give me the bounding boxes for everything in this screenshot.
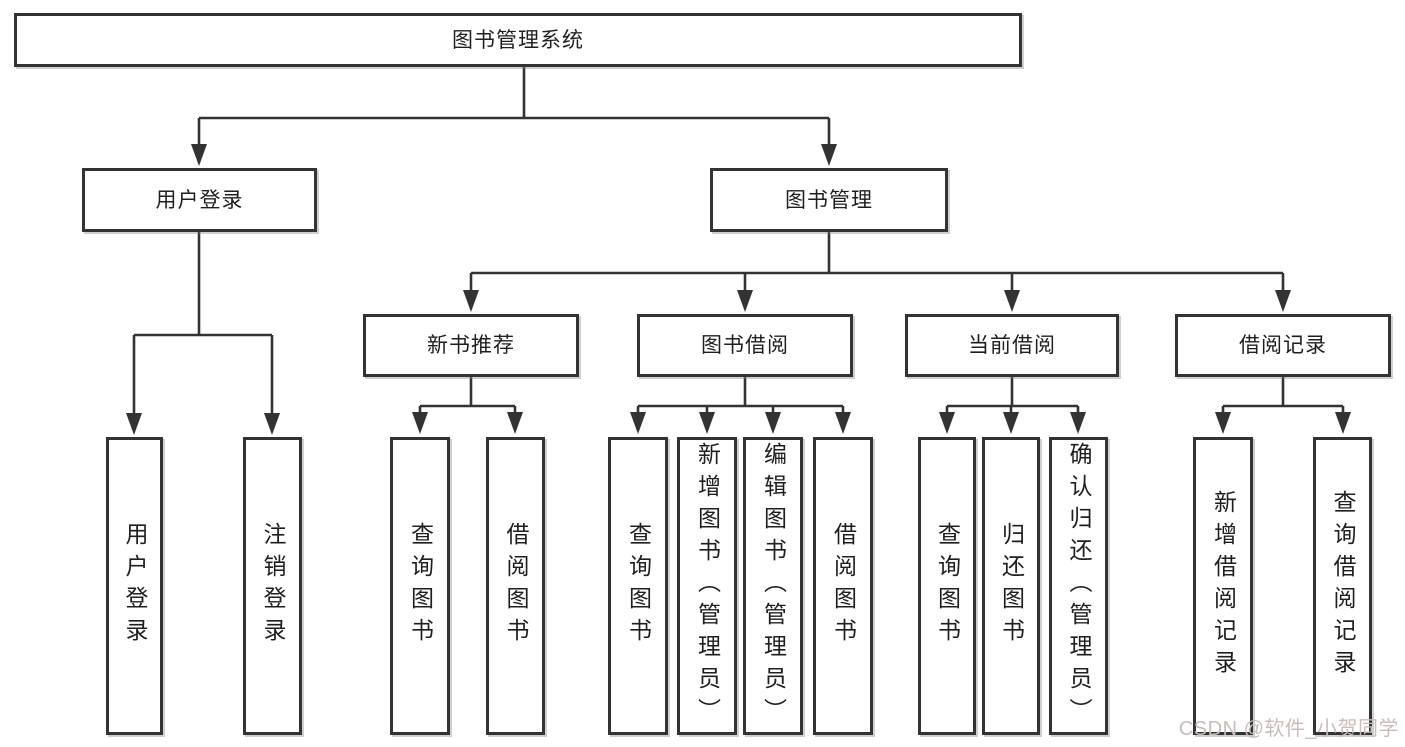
leaf-cb-confirm-return-admin-label: 确认归还（管理员） [1066, 442, 1092, 730]
node-root-label: 图书管理系统 [452, 28, 584, 52]
leaf-bb-edit-books-admin-label: 编辑图书（管理员） [760, 442, 787, 730]
leaf-cb-return-books: 归还图书 [982, 437, 1040, 735]
node-book-management-label: 图书管理 [785, 188, 873, 212]
leaf-nb-borrow-books: 借阅图书 [486, 437, 545, 735]
leaf-nb-query-books: 查询图书 [390, 437, 450, 735]
leaf-bb-add-books-admin-label: 新增图书（管理员） [694, 442, 721, 730]
node-new-book-recommend-label: 新书推荐 [427, 334, 515, 357]
leaf-bb-borrow-books-label: 借阅图书 [830, 522, 857, 650]
node-user-login: 用户登录 [82, 168, 317, 232]
node-book-management: 图书管理 [710, 168, 948, 232]
node-borrow-records: 借阅记录 [1175, 314, 1391, 377]
node-current-borrow: 当前借阅 [905, 314, 1119, 377]
leaf-nb-borrow-books-label: 借阅图书 [503, 522, 529, 650]
leaf-cb-query-books: 查询图书 [918, 437, 976, 735]
leaf-logout: 注销登录 [243, 437, 302, 735]
watermark: CSDN @软件_小贺同学 [1178, 718, 1399, 740]
node-current-borrow-label: 当前借阅 [968, 334, 1056, 357]
leaf-cb-confirm-return-admin: 确认归还（管理员） [1049, 437, 1108, 735]
leaf-cb-query-books-label: 查询图书 [934, 522, 961, 650]
leaf-bb-query-books: 查询图书 [608, 437, 668, 735]
leaf-br-add-record: 新增借阅记录 [1193, 437, 1253, 735]
leaf-bb-borrow-books: 借阅图书 [813, 437, 873, 735]
node-user-login-label: 用户登录 [155, 188, 244, 212]
leaf-cb-return-books-label: 归还图书 [998, 522, 1025, 650]
node-borrow-records-label: 借阅记录 [1239, 334, 1327, 357]
node-root: 图书管理系统 [14, 13, 1022, 67]
leaf-bb-edit-books-admin: 编辑图书（管理员） [743, 437, 803, 735]
leaf-bb-query-books-label: 查询图书 [625, 522, 652, 650]
leaf-logout-label: 注销登录 [260, 522, 286, 650]
leaf-br-query-record-label: 查询借阅记录 [1330, 490, 1356, 682]
leaf-bb-add-books-admin: 新增图书（管理员） [677, 437, 737, 735]
leaf-nb-query-books-label: 查询图书 [407, 522, 434, 650]
node-book-borrow-label: 图书借阅 [701, 334, 789, 357]
node-new-book-recommend: 新书推荐 [363, 314, 579, 377]
leaf-user-login-label: 用户登录 [122, 522, 148, 650]
leaf-br-add-record-label: 新增借阅记录 [1210, 490, 1237, 682]
arrowhead-group [126, 144, 1351, 435]
leaf-br-query-record: 查询借阅记录 [1313, 437, 1372, 735]
leaf-user-login: 用户登录 [106, 437, 163, 735]
node-book-borrow: 图书借阅 [637, 314, 853, 377]
